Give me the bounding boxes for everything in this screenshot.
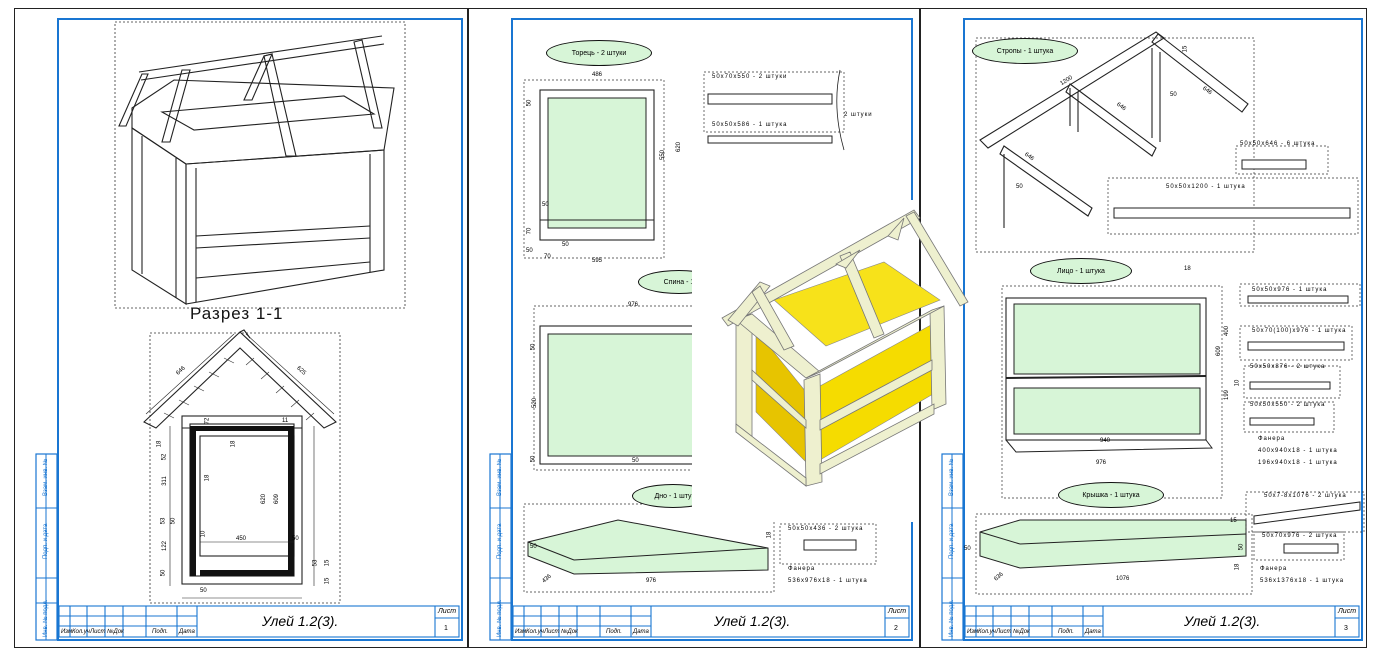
dim-label: 50 [526, 248, 533, 254]
side-strip [941, 453, 964, 641]
sheet-number: 3 [1344, 625, 1348, 632]
sheet-1: Взам. инв. № Подп. и дата Инв. № подл. [14, 8, 468, 648]
drawing-title: Улей 1.2(3). [1184, 613, 1261, 629]
part-note: 50х50х646 - 6 штука [1240, 141, 1316, 147]
dim-label: 595 [592, 258, 603, 264]
title-header-doc: №Док [107, 629, 124, 635]
dim-label: 50 [562, 242, 569, 248]
sheet-border [14, 8, 468, 648]
title-header-list: Лист [996, 629, 1012, 635]
sheet-number: 2 [894, 625, 898, 632]
part-bubble: Лицо - 1 штука [1030, 258, 1132, 284]
title-header-podp: Подп. [606, 629, 622, 635]
dim-label: 50 [1016, 184, 1023, 190]
sheet-label: Лист [438, 608, 457, 615]
title-header-kol: Кол.уч [526, 629, 544, 635]
title-block [964, 605, 1360, 638]
title-header-kol: Кол.уч [72, 629, 90, 635]
section-title: Разрез 1-1 [190, 304, 284, 323]
dim-label: 15 [1230, 518, 1237, 524]
title-header-podp: Подп. [1058, 629, 1074, 635]
side-strip [489, 453, 512, 641]
dim-label: 50 [292, 536, 299, 542]
part-bubble: Крышка - 1 штука [1058, 482, 1164, 508]
part-note: 50х50х876 - 2 штука [1250, 364, 1326, 370]
sheet-border [468, 8, 920, 648]
part-note: 50х50х550 - 2 штука [1250, 402, 1326, 408]
part-note: 536х976х18 - 1 штука [788, 578, 868, 584]
title-block [58, 605, 460, 638]
part-note: 50х70(100)х976 - 1 штука [1252, 328, 1347, 334]
part-note: 50х50х976 - 1 штука [1252, 287, 1328, 293]
part-note: 50х70х550 - 2 штуки [712, 74, 788, 80]
dim-label: 940 [1100, 438, 1111, 444]
part-note: 50х7-8х1076 - 2 штука [1264, 493, 1347, 499]
dim-label: 50 [530, 544, 537, 550]
part-note: 50х50х436 - 2 штука [788, 526, 864, 532]
dim-label: 11 [282, 418, 289, 424]
title-header-doc: №Док [561, 629, 578, 635]
title-block [512, 605, 910, 638]
drawing-title: Улей 1.2(3). [262, 613, 339, 629]
dim-label: 50 [200, 588, 207, 594]
hive-isometric-drawing [114, 21, 406, 309]
drawing-title: Улей 1.2(3). [714, 613, 791, 629]
part-bubble: Стропы - 1 штука [972, 38, 1078, 64]
dim-label: 50 [964, 546, 971, 552]
part-note: 536х1376х18 - 1 штука [1260, 578, 1345, 584]
dim-label: 976 [646, 578, 657, 584]
dim-label: 976 [628, 302, 639, 308]
title-header-date: Дата [1085, 629, 1101, 635]
title-header-date: Дата [633, 629, 649, 635]
sheet-number: 1 [444, 625, 448, 632]
dim-label: 50 [1170, 92, 1177, 98]
dim-label: 450 [236, 536, 247, 542]
sheet-border [920, 8, 1367, 648]
title-header-list: Лист [544, 629, 560, 635]
dim-label: 976 [1096, 460, 1107, 466]
dim-label: 50 [632, 458, 639, 464]
parts-drawing [975, 31, 1365, 595]
title-header-date: Дата [179, 629, 195, 635]
title-header-doc: №Док [1013, 629, 1030, 635]
parts-drawing [523, 69, 877, 593]
drawing-frame [963, 18, 1363, 641]
title-header-izm: Изм [61, 629, 73, 635]
dim-label: 18 [1184, 266, 1191, 272]
dim-label: 70 [544, 254, 551, 260]
part-note: 196х940х18 - 1 штука [1258, 460, 1338, 466]
part-bubble: Торець - 2 штуки [546, 40, 652, 66]
title-header-podp: Подп. [152, 629, 168, 635]
title-header-izm: Изм [515, 629, 527, 635]
title-header-izm: Изм [967, 629, 979, 635]
part-note: 50х50х586 - 1 штука [712, 122, 788, 128]
part-note: Фанера [1258, 436, 1286, 442]
side-strip [35, 453, 58, 641]
sheet-label: Лист [888, 608, 907, 615]
dim-label: 486 [592, 72, 603, 78]
part-note: Фанера [1260, 566, 1288, 572]
drawing-frame [57, 18, 463, 641]
dim-label: 50 [542, 202, 549, 208]
part-note: 2 штуки [844, 112, 873, 118]
title-header-list: Лист [90, 629, 106, 635]
dim-label: 1076 [1116, 576, 1130, 582]
section-drawing [143, 329, 341, 604]
part-note: 50х50х1200 - 1 штука [1166, 184, 1246, 190]
sheet-3: Взам. инв. № Подп. и дата Инв. № подл. [920, 8, 1367, 648]
part-note: Фанера [788, 566, 816, 572]
part-note: 400х940х18 - 1 штука [1258, 448, 1338, 454]
title-header-kol: Кол.уч [978, 629, 996, 635]
part-note: 50х70х976 - 2 штука [1262, 533, 1338, 539]
sheet-label: Лист [1338, 608, 1357, 615]
